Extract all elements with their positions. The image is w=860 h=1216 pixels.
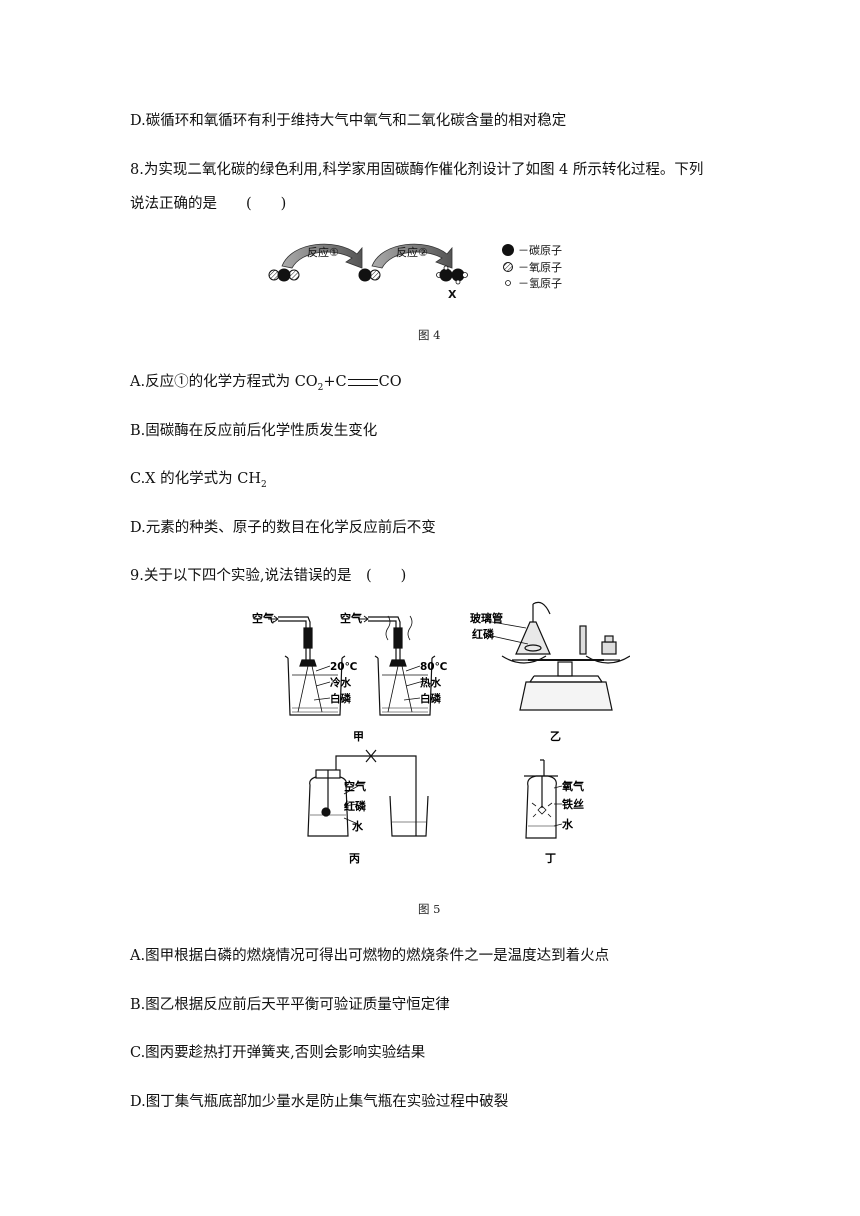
q8-stem-line2: 说法正确的是 ( ): [130, 196, 287, 212]
q8-option-a-prefix: A.反应①的化学方程式为 CO: [130, 374, 318, 390]
q8-option-a-sub: 2: [317, 382, 324, 393]
q8-option-c-sub: 2: [260, 479, 267, 490]
jia-air2: 空气: [340, 611, 362, 625]
jia-water2: 热水: [420, 676, 441, 689]
yi-label: 乙: [550, 730, 561, 743]
q8-option-c: C.X 的化学式为 CH2: [130, 469, 267, 495]
legend-carbon-icon: [502, 244, 514, 256]
co2-molecule: [268, 268, 300, 282]
q9-option-c: C.图丙要趁热打开弹簧夹,否则会影响实验结果: [130, 1045, 426, 1061]
q9-option-b: B.图乙根据反应前后天平平衡可验证质量守恒定律: [130, 997, 450, 1013]
legend-hydrogen-text: －氢原子: [518, 276, 562, 290]
yi-red-p: 红磷: [472, 627, 495, 641]
yi-tube: 玻璃管: [470, 611, 503, 625]
legend-carbon-text: －碳原子: [518, 243, 562, 257]
ding-oxygen: 氧气: [561, 779, 584, 793]
q8-option-d: D.元素的种类、原子的数目在化学反应前后不变: [130, 520, 436, 536]
x-label: X: [448, 288, 457, 301]
bing-label: 丙: [349, 852, 360, 865]
equals-sign: [347, 378, 378, 386]
x-molecule: [436, 265, 468, 285]
jia-temp2: 80℃: [420, 661, 447, 673]
reaction2-label: 反应②: [396, 245, 428, 259]
bing-red-p: 红磷: [344, 799, 367, 813]
jia-p1: 白磷: [330, 692, 351, 705]
reaction1-arrow: [281, 243, 363, 269]
bing-air: 空气: [344, 779, 366, 793]
q8-option-b: B.固碳酶在反应前后化学性质发生变化: [130, 423, 378, 439]
ding-label: 丁: [545, 852, 556, 865]
q9-option-a: A.图甲根据白磷的燃烧情况可得出可燃物的燃烧条件之一是温度达到着火点: [130, 948, 610, 964]
q9-stem: 9.关于以下四个实验,说法错误的是 ( ): [130, 568, 407, 584]
reaction2-arrow: [371, 243, 453, 269]
figure-4-diagram: 反应① 反应② X －碳原子 －氧原子 －氢原子: [268, 243, 562, 301]
jia-temp1: 20℃: [330, 661, 357, 673]
legend-oxygen-text: －氧原子: [518, 260, 562, 274]
figure-5-diagram: 空气 空气 20℃ 冷水 白磷 80℃ 热水 白磷 甲 玻璃管 红磷 乙: [252, 601, 630, 865]
q7-option-d: D.碳循环和氧循环有利于维持大气中氧气和二氧化碳含量的相对稳定: [130, 113, 567, 129]
legend-oxygen-icon: [503, 262, 513, 272]
jia-water1: 冷水: [330, 676, 351, 689]
reaction1-label: 反应①: [307, 245, 339, 259]
q9-option-d: D.图丁集气瓶底部加少量水是防止集气瓶在实验过程中破裂: [130, 1094, 509, 1110]
figure-4-caption: 图 4: [418, 328, 441, 342]
q8-stem-line1: 8.为实现二氧化碳的绿色利用,科学家用固碳酶作催化剂设计了如图 4 所示转化过程…: [130, 162, 704, 178]
q8-option-a: A.反应①的化学方程式为 CO2+C CO: [130, 372, 402, 398]
figure-5-caption: 图 5: [418, 902, 441, 916]
co-molecule: [358, 268, 381, 282]
q8-option-a-suffix: CO: [378, 374, 402, 390]
q8-option-c-prefix: C.X 的化学式为 CH: [130, 471, 261, 487]
legend-hydrogen-icon: [505, 280, 511, 286]
ding-water: 水: [562, 817, 574, 831]
bing-water: 水: [352, 819, 364, 833]
jia-air1: 空气: [252, 611, 274, 625]
q8-option-a-mid: +C: [323, 374, 347, 390]
jia-label: 甲: [353, 730, 364, 743]
jia-p2: 白磷: [420, 692, 441, 705]
ding-wire: 铁丝: [562, 797, 584, 811]
